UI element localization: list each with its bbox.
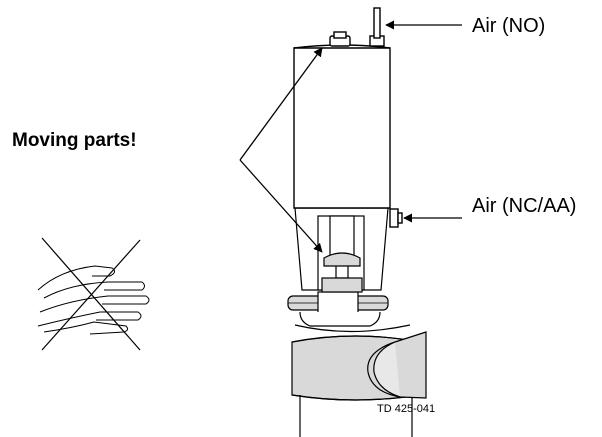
valve-body — [291, 331, 427, 437]
drawing-code: TD 425-041 — [377, 403, 436, 415]
lantern-yoke — [294, 207, 389, 293]
moving-parts-warning: Moving parts! — [12, 130, 137, 151]
air-nc-label: Air (NC/AA) — [472, 195, 577, 217]
moving-parts-pointers — [239, 47, 323, 253]
crossed-out-hand-icon — [37, 237, 150, 351]
actuator-cylinder — [293, 7, 403, 228]
air-no-label: Air (NO) — [472, 15, 546, 37]
clamp-ring — [287, 291, 411, 333]
